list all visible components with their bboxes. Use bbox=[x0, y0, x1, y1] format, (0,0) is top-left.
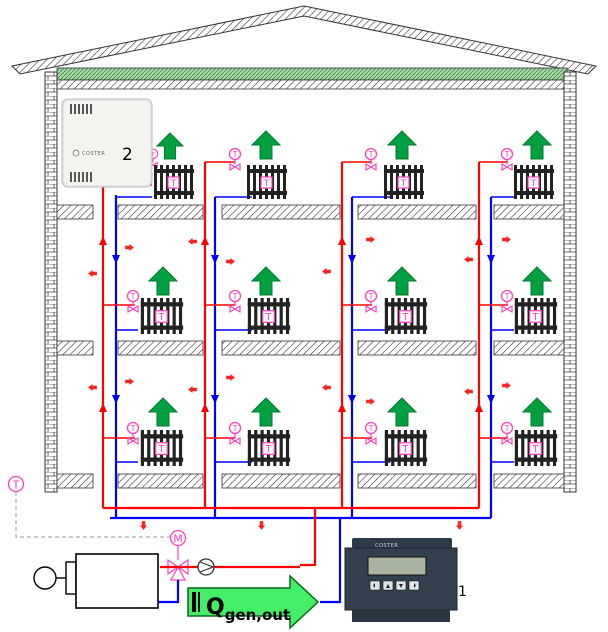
device-label-1: 1 bbox=[458, 584, 467, 600]
heat-up-arrow-icon bbox=[387, 130, 417, 160]
mixing-valve-icon: M bbox=[167, 529, 189, 581]
svg-text:T: T bbox=[12, 479, 20, 492]
heat-up-arrow-icon bbox=[156, 132, 184, 160]
heat-up-arrow-icon bbox=[522, 130, 552, 160]
heat-up-arrow-icon bbox=[148, 266, 178, 296]
radiator-branches bbox=[103, 161, 514, 463]
room-sensor-device: COSTER 2 bbox=[61, 98, 153, 188]
boiler-pipes bbox=[150, 565, 300, 604]
thermostatic-valve-icon bbox=[364, 290, 378, 313]
radiator-icon bbox=[153, 165, 195, 199]
radiator-icon bbox=[247, 298, 291, 334]
attic-slab bbox=[44, 79, 576, 90]
floor-slabs bbox=[56, 204, 565, 489]
radiator-icon bbox=[384, 430, 428, 466]
radiator-icon bbox=[140, 298, 184, 334]
heat-up-arrow-icon bbox=[387, 397, 417, 427]
flow-arrowheads bbox=[99, 236, 495, 412]
radiator-icon bbox=[140, 430, 184, 466]
pump-icon bbox=[197, 558, 215, 576]
thermostatic-valve-icon bbox=[228, 148, 242, 171]
heat-up-arrow-icon bbox=[522, 397, 552, 427]
heat-output-label: Q bbox=[206, 595, 225, 620]
heat-up-arrow-icon bbox=[251, 130, 281, 160]
thermostatic-valve-icon bbox=[228, 422, 242, 445]
roof-insulation bbox=[56, 67, 568, 81]
sensor-brand-text: COSTER bbox=[82, 151, 105, 157]
heat-up-arrow-icon bbox=[251, 397, 281, 427]
riser-pipes bbox=[101, 162, 493, 604]
radiator-icon bbox=[247, 430, 291, 466]
svg-text:M: M bbox=[173, 533, 183, 546]
svg-text:Qgen,out: Qgen,out bbox=[206, 595, 290, 624]
radiator-icon bbox=[383, 165, 425, 199]
right-wall bbox=[563, 71, 577, 493]
roof bbox=[10, 5, 598, 90]
controller-brand-text: COSTER bbox=[375, 543, 398, 549]
controller-device: COSTER 1 bbox=[344, 538, 467, 622]
thermostatic-valve-icon bbox=[228, 290, 242, 313]
left-wall bbox=[44, 71, 58, 493]
thermostatic-valve-icon bbox=[364, 148, 378, 171]
thermostatic-valve-icon bbox=[364, 422, 378, 445]
radiator-icon bbox=[514, 298, 558, 334]
floor-3-radiators bbox=[147, 130, 555, 199]
radiator-icon bbox=[384, 298, 428, 334]
heat-up-arrow-icon bbox=[251, 266, 281, 296]
thermostatic-valve-icon bbox=[126, 422, 140, 445]
heat-up-arrow-icon bbox=[148, 397, 178, 427]
thermostatic-valve-icon bbox=[500, 422, 514, 445]
heat-up-arrow-icon bbox=[522, 266, 552, 296]
thermostatic-valve-icon bbox=[126, 290, 140, 313]
heat-output-subscript: gen,out bbox=[225, 606, 290, 624]
thermostatic-valve-icon bbox=[500, 148, 514, 171]
device-label-2: 2 bbox=[122, 145, 133, 165]
thermostatic-valve-icon bbox=[500, 290, 514, 313]
outdoor-temperature-sensor-icon: T bbox=[7, 475, 178, 538]
radiator-icon bbox=[514, 430, 558, 466]
boiler-icon bbox=[33, 553, 159, 609]
heat-output-arrow: Qgen,out bbox=[187, 574, 320, 630]
radiator-icon bbox=[246, 165, 288, 199]
heat-up-arrow-icon bbox=[387, 266, 417, 296]
radiator-icon bbox=[513, 165, 555, 199]
